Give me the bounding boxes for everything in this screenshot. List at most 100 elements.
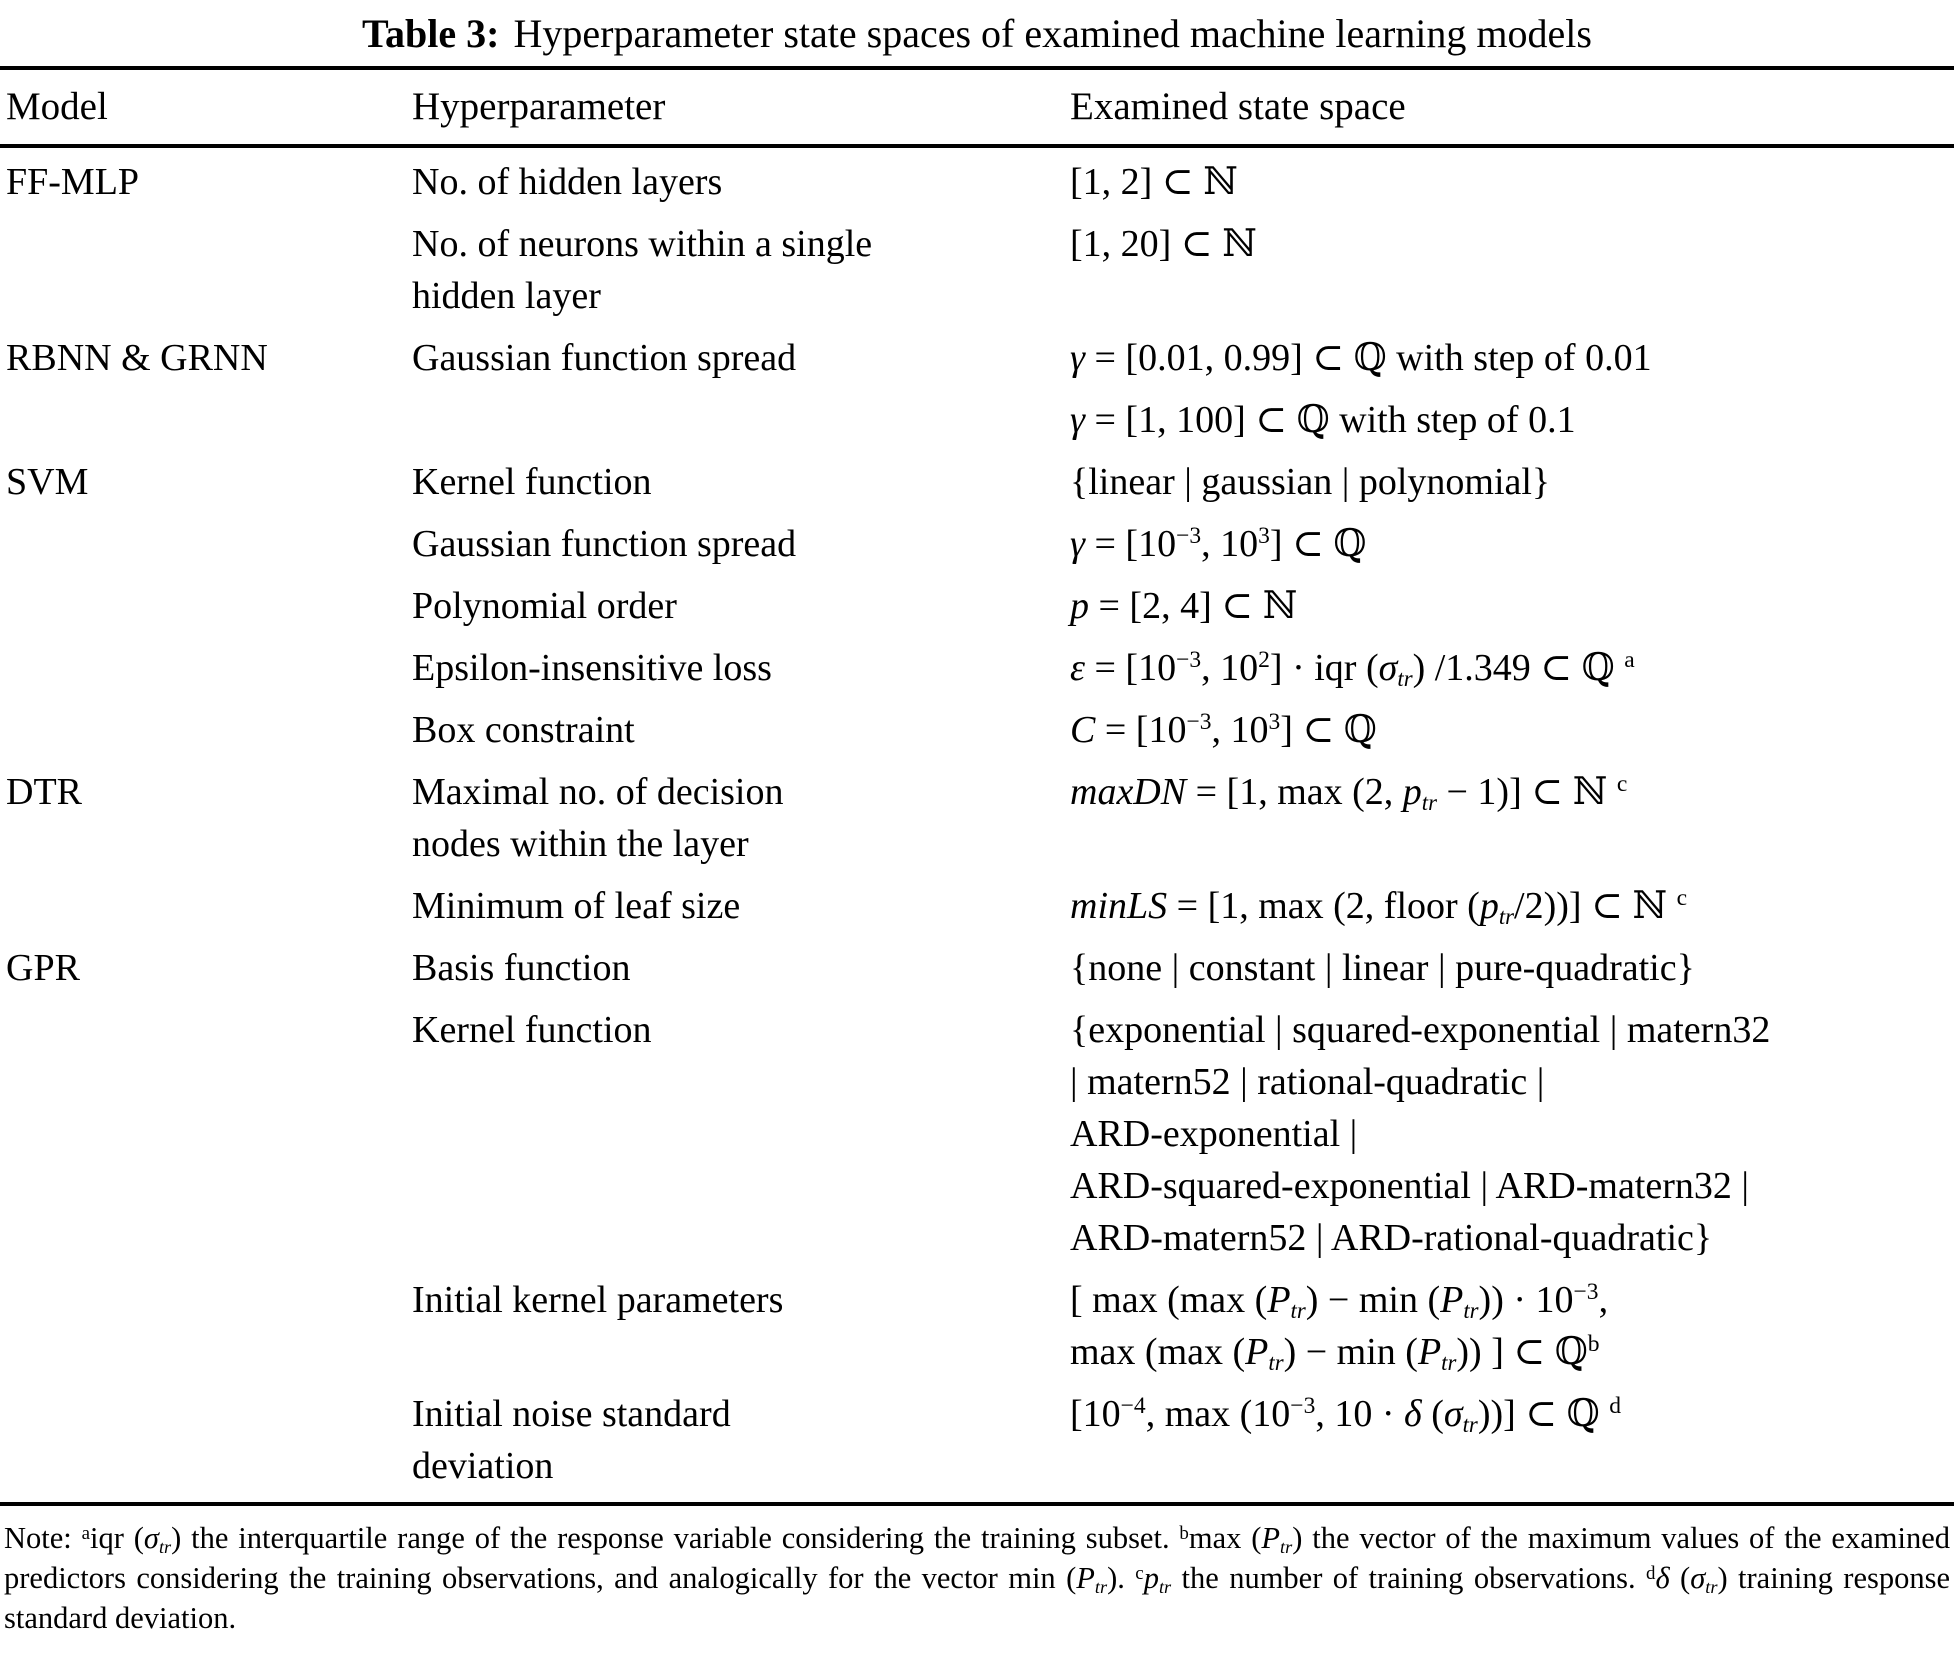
hyperparameter-text: hidden layer <box>412 275 601 317</box>
table-row: DTR Maximal no. of decision nodes within… <box>0 766 1954 870</box>
hyperparameter-text: Maximal no. of decision <box>412 771 784 813</box>
state-space-cell: [1, 2] ⊂ ℕ <box>1070 156 1954 208</box>
table-row: Gaussian function spread γ = [10−3, 103]… <box>0 518 1954 570</box>
hyperparameter-text: Kernel function <box>412 461 652 503</box>
state-space-cell: C = [10−3, 103] ⊂ ℚ <box>1070 704 1954 756</box>
hyperparameter-cell: Maximal no. of decision nodes within the… <box>412 766 1070 870</box>
table-row: Kernel function {exponential | squared-e… <box>0 1004 1954 1264</box>
state-space-cell: ε = [10−3, 102] · iqr (σtr) /1.349 ⊂ ℚ a <box>1070 642 1954 694</box>
table-row: GPR Basis function {none | constant | li… <box>0 942 1954 994</box>
state-space-cell: γ = [10−3, 103] ⊂ ℚ <box>1070 518 1954 570</box>
hyperparameter-text: Basis function <box>412 947 631 989</box>
hyperparameter-cell: Gaussian function spread <box>412 518 1070 570</box>
state-space-text: C = [10−3, 103] ⊂ ℚ <box>1070 709 1377 751</box>
model-text <box>6 704 412 756</box>
table-caption-text: Hyperparameter state spaces of examined … <box>513 11 1592 56</box>
hyperparameter-cell: Basis function <box>412 942 1070 994</box>
table-caption-label: Table 3: <box>362 11 500 56</box>
state-space-text: γ = [1, 100] ⊂ ℚ with step of 0.1 <box>1070 399 1576 441</box>
state-space-cell: [ max (max (Ptr) − min (Ptr)) · 10−3, ma… <box>1070 1274 1954 1378</box>
state-space-text: ε = [10−3, 102] · iqr (σtr) /1.349 ⊂ ℚ a <box>1070 647 1635 692</box>
state-space-cell: maxDN = [1, max (2, ptr − 1)] ⊂ ℕ c <box>1070 766 1954 818</box>
model-text <box>6 394 412 446</box>
state-space-text: γ = [0.01, 0.99] ⊂ ℚ with step of 0.01 <box>1070 337 1652 379</box>
state-space-cell: γ = [0.01, 0.99] ⊂ ℚ with step of 0.01 <box>1070 332 1954 384</box>
model-text <box>6 518 412 570</box>
hyperparameter-text: Kernel function <box>412 1009 652 1051</box>
table-top-rule <box>0 66 1954 70</box>
state-space-text: p = [2, 4] ⊂ ℕ <box>1070 585 1298 627</box>
hyperparameter-text: No. of neurons within a single <box>412 223 873 265</box>
hyperparameter-text: No. of hidden layers <box>412 161 723 203</box>
hyperparameter-text: Polynomial order <box>412 585 677 627</box>
state-space-cell: γ = [1, 100] ⊂ ℚ with step of 0.1 <box>1070 394 1954 446</box>
model-cell: SVM <box>0 456 412 508</box>
state-space-text: {none | constant | linear | pure-quadrat… <box>1070 947 1695 989</box>
state-space-text: {exponential | squared-exponential | mat… <box>1070 1009 1771 1051</box>
column-header-model: Model <box>6 85 108 128</box>
state-space-text: ARD-exponential | <box>1070 1113 1358 1155</box>
model-cell <box>0 394 412 446</box>
model-cell <box>0 880 412 932</box>
hyperparameter-cell: Epsilon-insensitive loss <box>412 642 1070 694</box>
hyperparameter-cell: Gaussian function spread <box>412 332 1070 384</box>
state-space-cell: minLS = [1, max (2, floor (ptr/2))] ⊂ ℕ … <box>1070 880 1954 932</box>
state-space-text: [1, 20] ⊂ ℕ <box>1070 223 1257 265</box>
column-header-hyperparameter: Hyperparameter <box>412 85 666 128</box>
hyperparameter-text: nodes within the layer <box>412 823 749 865</box>
model-text <box>6 1004 412 1056</box>
hyperparameter-cell: Initial noise standard deviation <box>412 1388 1070 1492</box>
model-cell: FF-MLP <box>0 156 412 208</box>
model-text <box>6 880 412 932</box>
model-text <box>6 1274 412 1326</box>
state-space-text: [1, 2] ⊂ ℕ <box>1070 161 1238 203</box>
hyperparameter-text: Gaussian function spread <box>412 523 797 565</box>
hyperparameter-cell: Kernel function <box>412 1004 1070 1056</box>
model-text: SVM <box>6 461 89 503</box>
model-text <box>6 218 412 270</box>
state-space-cell: [1, 20] ⊂ ℕ <box>1070 218 1954 270</box>
table-header-row: Model Hyperparameter Examined state spac… <box>0 70 1954 144</box>
state-space-cell: {exponential | squared-exponential | mat… <box>1070 1004 1954 1264</box>
table-row: Initial kernel parameters [ max (max (Pt… <box>0 1274 1954 1378</box>
state-space-text: γ = [10−3, 103] ⊂ ℚ <box>1070 523 1367 565</box>
hyperparameter-cell: Polynomial order <box>412 580 1070 632</box>
model-cell <box>0 642 412 694</box>
state-space-cell: {linear | gaussian | polynomial} <box>1070 456 1954 508</box>
model-text: RBNN & GRNN <box>6 337 268 379</box>
state-space-cell: {none | constant | linear | pure-quadrat… <box>1070 942 1954 994</box>
hyperparameter-text: Minimum of leaf size <box>412 885 741 927</box>
state-space-text: {linear | gaussian | polynomial} <box>1070 461 1551 503</box>
model-cell <box>0 580 412 632</box>
model-cell: GPR <box>0 942 412 994</box>
table-caption: Table 3: Hyperparameter state spaces of e… <box>0 0 1954 66</box>
state-space-text: max (max (Ptr) − min (Ptr)) ] ⊂ ℚb <box>1070 1331 1600 1376</box>
model-text <box>6 580 412 632</box>
table-footnote: Note: aiqr (σtr) the interquartile range… <box>4 1521 1951 1635</box>
hyperparameter-text: Gaussian function spread <box>412 337 797 379</box>
table-row: RBNN & GRNN Gaussian function spread γ =… <box>0 332 1954 384</box>
column-header-state-space: Examined state space <box>1070 85 1406 128</box>
table-row: Polynomial order p = [2, 4] ⊂ ℕ <box>0 580 1954 632</box>
state-space-cell: p = [2, 4] ⊂ ℕ <box>1070 580 1954 632</box>
model-cell <box>0 1388 412 1440</box>
hyperparameter-cell: Box constraint <box>412 704 1070 756</box>
table-row: FF-MLP No. of hidden layers [1, 2] ⊂ ℕ <box>0 156 1954 208</box>
hyperparameter-text: Box constraint <box>412 709 635 751</box>
model-cell <box>0 518 412 570</box>
table-row: Initial noise standard deviation [10−4, … <box>0 1388 1954 1492</box>
state-space-text: ARD-matern52 | ARD-rational-quadratic} <box>1070 1217 1713 1259</box>
model-text: FF-MLP <box>6 161 140 203</box>
hyperparameter-text: Epsilon-insensitive loss <box>412 647 772 689</box>
state-space-text: [10−4, max (10−3, 10 · δ (σtr))] ⊂ ℚ d <box>1070 1393 1621 1438</box>
hyperparameter-cell: Kernel function <box>412 456 1070 508</box>
state-space-text: maxDN = [1, max (2, ptr − 1)] ⊂ ℕ c <box>1070 771 1628 816</box>
hyperparameter-cell: Minimum of leaf size <box>412 880 1070 932</box>
table-row: SVM Kernel function {linear | gaussian |… <box>0 456 1954 508</box>
table-row: Epsilon-insensitive loss ε = [10−3, 102]… <box>0 642 1954 694</box>
model-cell <box>0 704 412 756</box>
state-space-text: | matern52 | rational-quadratic | <box>1070 1061 1545 1103</box>
model-cell: DTR <box>0 766 412 818</box>
model-text <box>6 642 412 694</box>
